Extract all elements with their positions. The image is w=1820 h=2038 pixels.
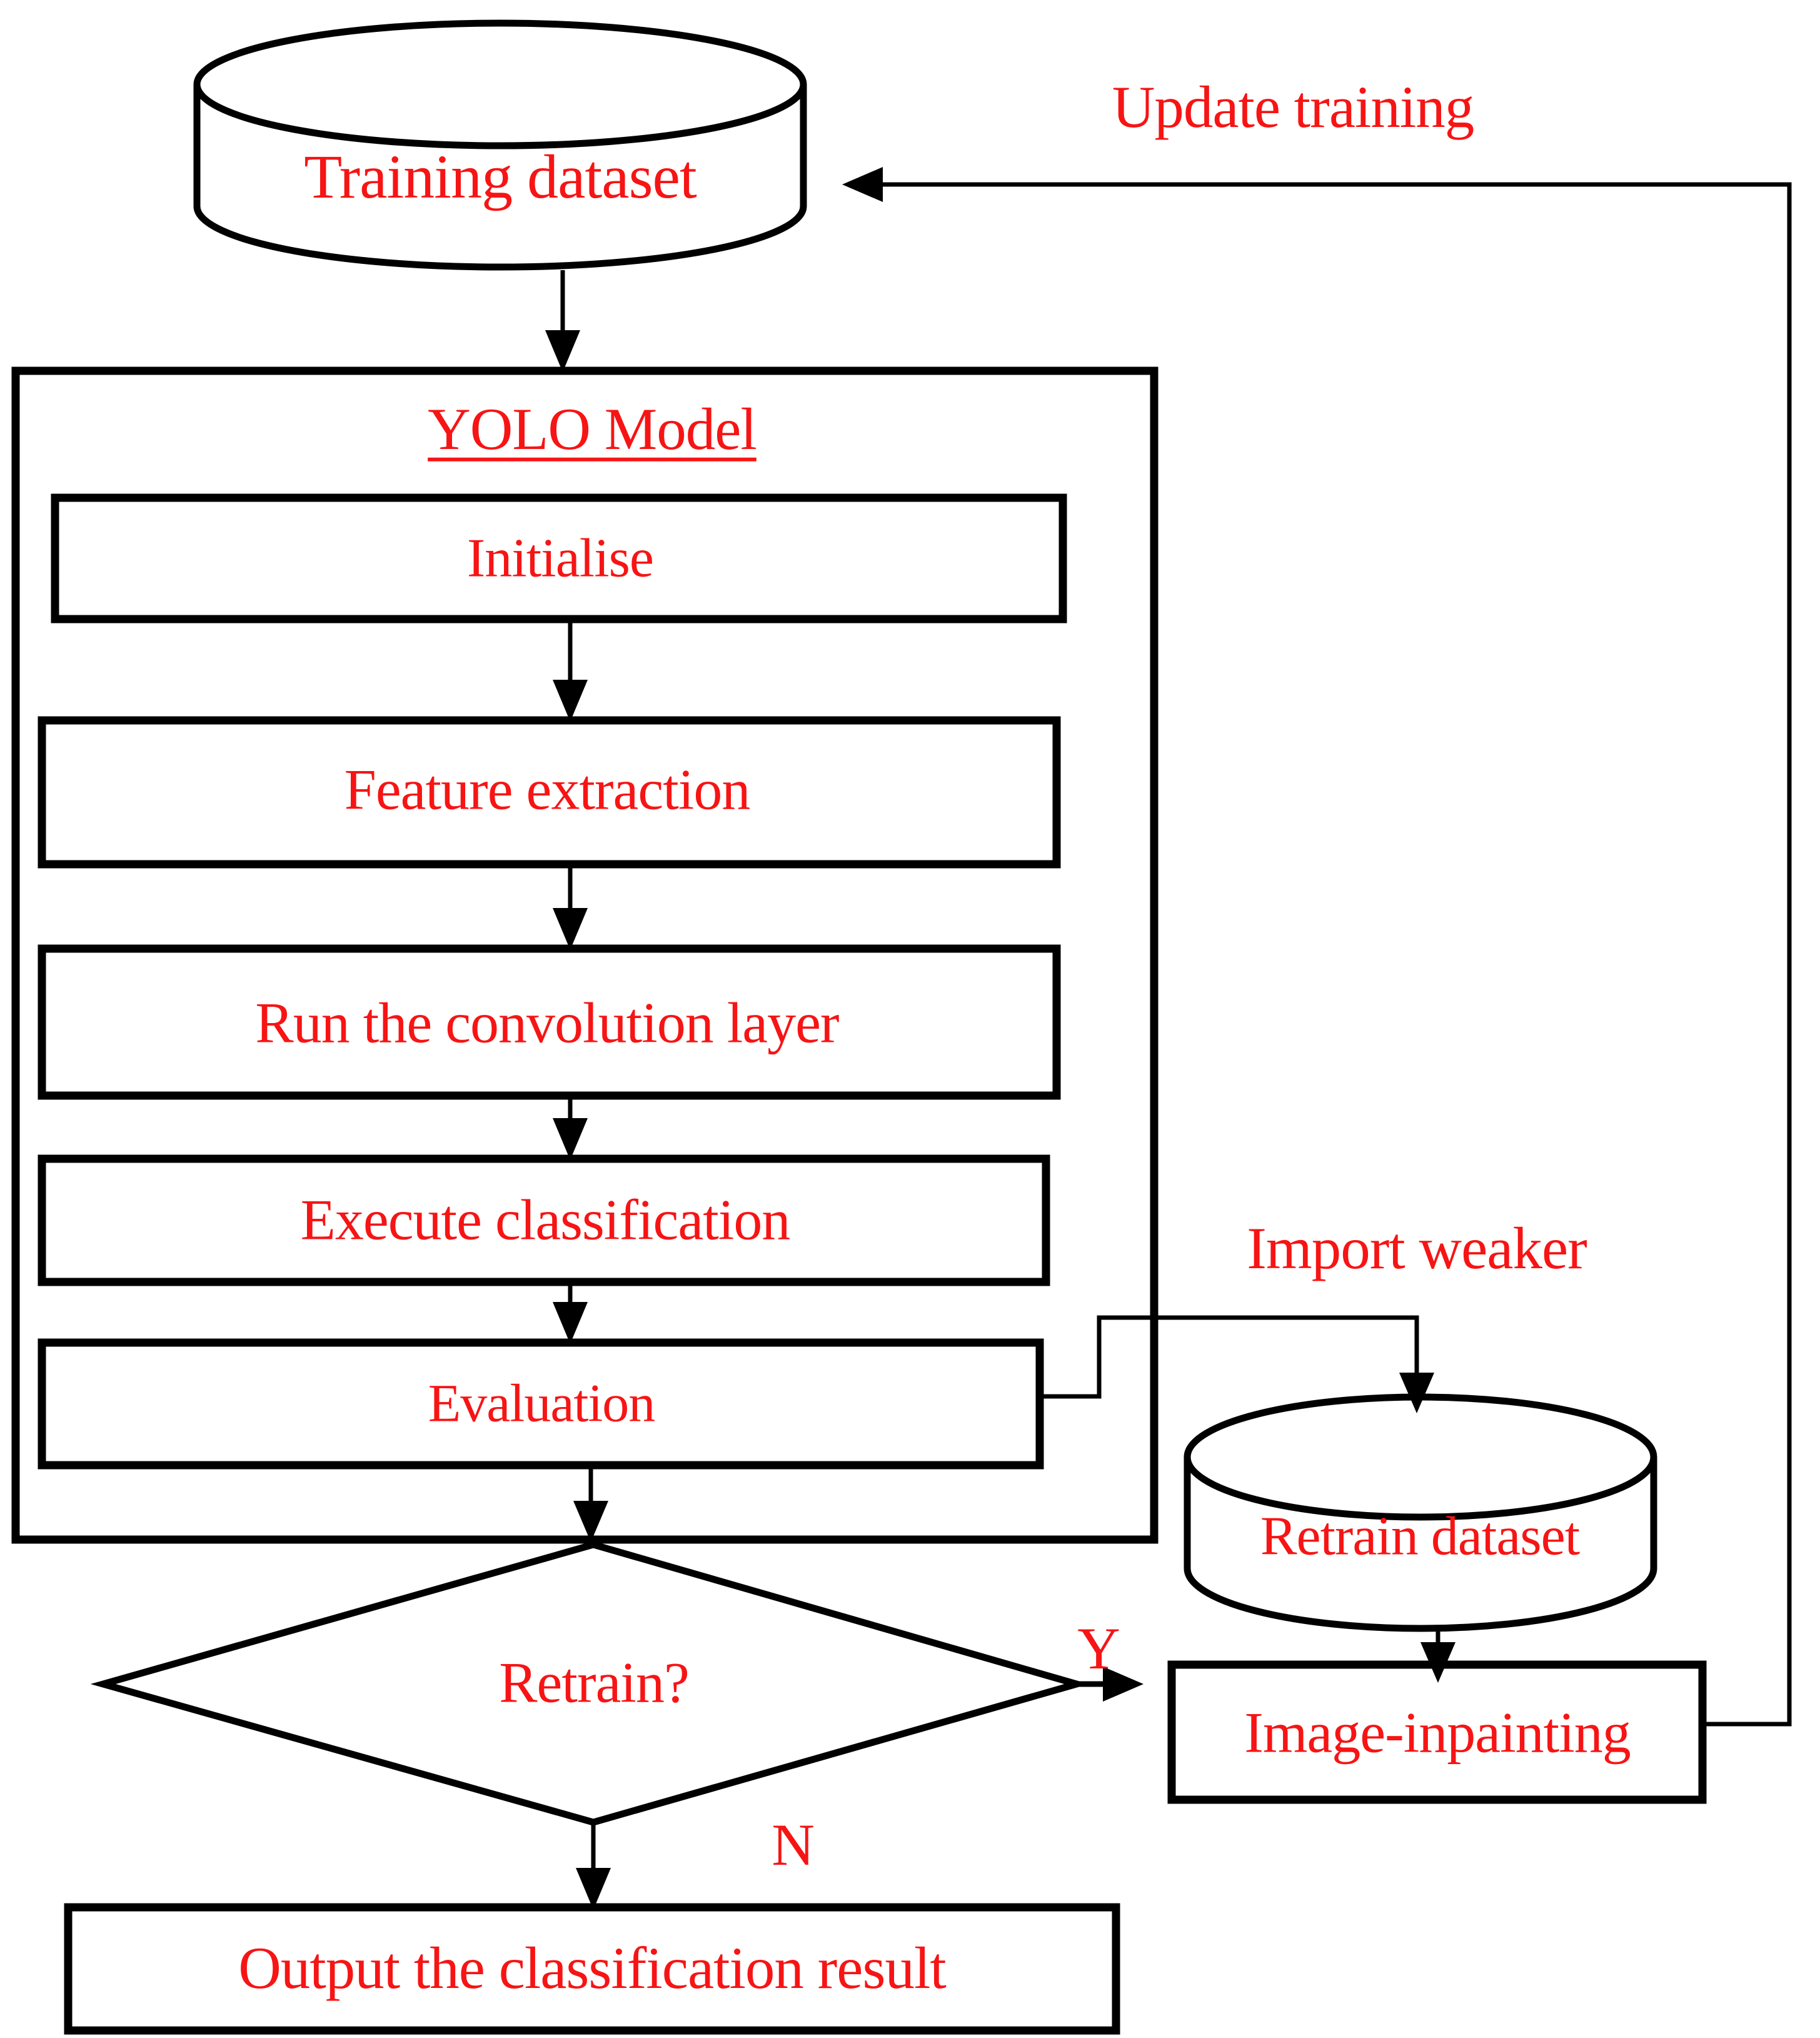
execute-classification-box	[38, 1154, 1050, 1286]
execute-classification-label: Execute classification	[300, 1188, 791, 1252]
arrowhead-training-to-yolo	[545, 330, 580, 372]
initialise-box	[51, 493, 1067, 623]
connector-update-training-feedback	[883, 182, 1792, 1727]
training-dataset-label: Training dataset	[304, 142, 696, 211]
update-training-edge-label: Update training	[1112, 73, 1475, 140]
yolo-model-title-label: YOLO Model	[428, 395, 757, 462]
arrowhead-feature-to-convolution	[553, 908, 588, 950]
evaluation-box	[38, 1338, 1044, 1470]
image-inpainting-box	[1167, 1660, 1707, 1804]
retrain-dataset-cylinder-top	[1184, 1393, 1657, 1521]
training-dataset-cylinder-top	[193, 19, 807, 149]
run-convolution-layer-box	[38, 944, 1061, 1100]
arrowhead-convolution-to-classification	[553, 1118, 588, 1160]
output-result-box	[64, 1903, 1120, 2035]
no-branch-label: N	[772, 1811, 815, 1878]
feature-extraction-box	[38, 716, 1061, 869]
yes-branch-label: Y	[1077, 1615, 1120, 1682]
arrowhead-no-branch	[576, 1868, 611, 1910]
initialise-label: Initialise	[467, 528, 654, 589]
import-weaker-edge-label: Import weaker	[1247, 1214, 1587, 1281]
yolo-model-container-box	[11, 366, 1159, 1544]
arrowhead-classification-to-evaluation	[553, 1302, 588, 1344]
output-result-label: Output the classification result	[238, 1934, 946, 2001]
image-inpainting-label: Image-inpainting	[1244, 1700, 1631, 1765]
arrowhead-yes-branch	[1103, 1667, 1144, 1702]
arrowhead-initialise-to-feature	[553, 680, 588, 722]
retrain-decision-label: Retrain?	[499, 1650, 690, 1715]
connector-import-weaker	[1040, 1315, 1419, 1399]
arrowhead-evaluation-to-retrain	[573, 1501, 608, 1542]
evaluation-label: Evaluation	[428, 1373, 656, 1433]
arrowhead-update-training-feedback	[842, 167, 883, 202]
retrain-dataset-label: Retrain dataset	[1260, 1506, 1580, 1567]
feature-extraction-label: Feature extraction	[344, 757, 751, 822]
run-convolution-layer-label: Run the convolution layer	[255, 991, 839, 1055]
arrowhead-import-weaker	[1399, 1373, 1434, 1413]
arrowhead-retrain-dataset-to-inpainting	[1420, 1642, 1455, 1683]
